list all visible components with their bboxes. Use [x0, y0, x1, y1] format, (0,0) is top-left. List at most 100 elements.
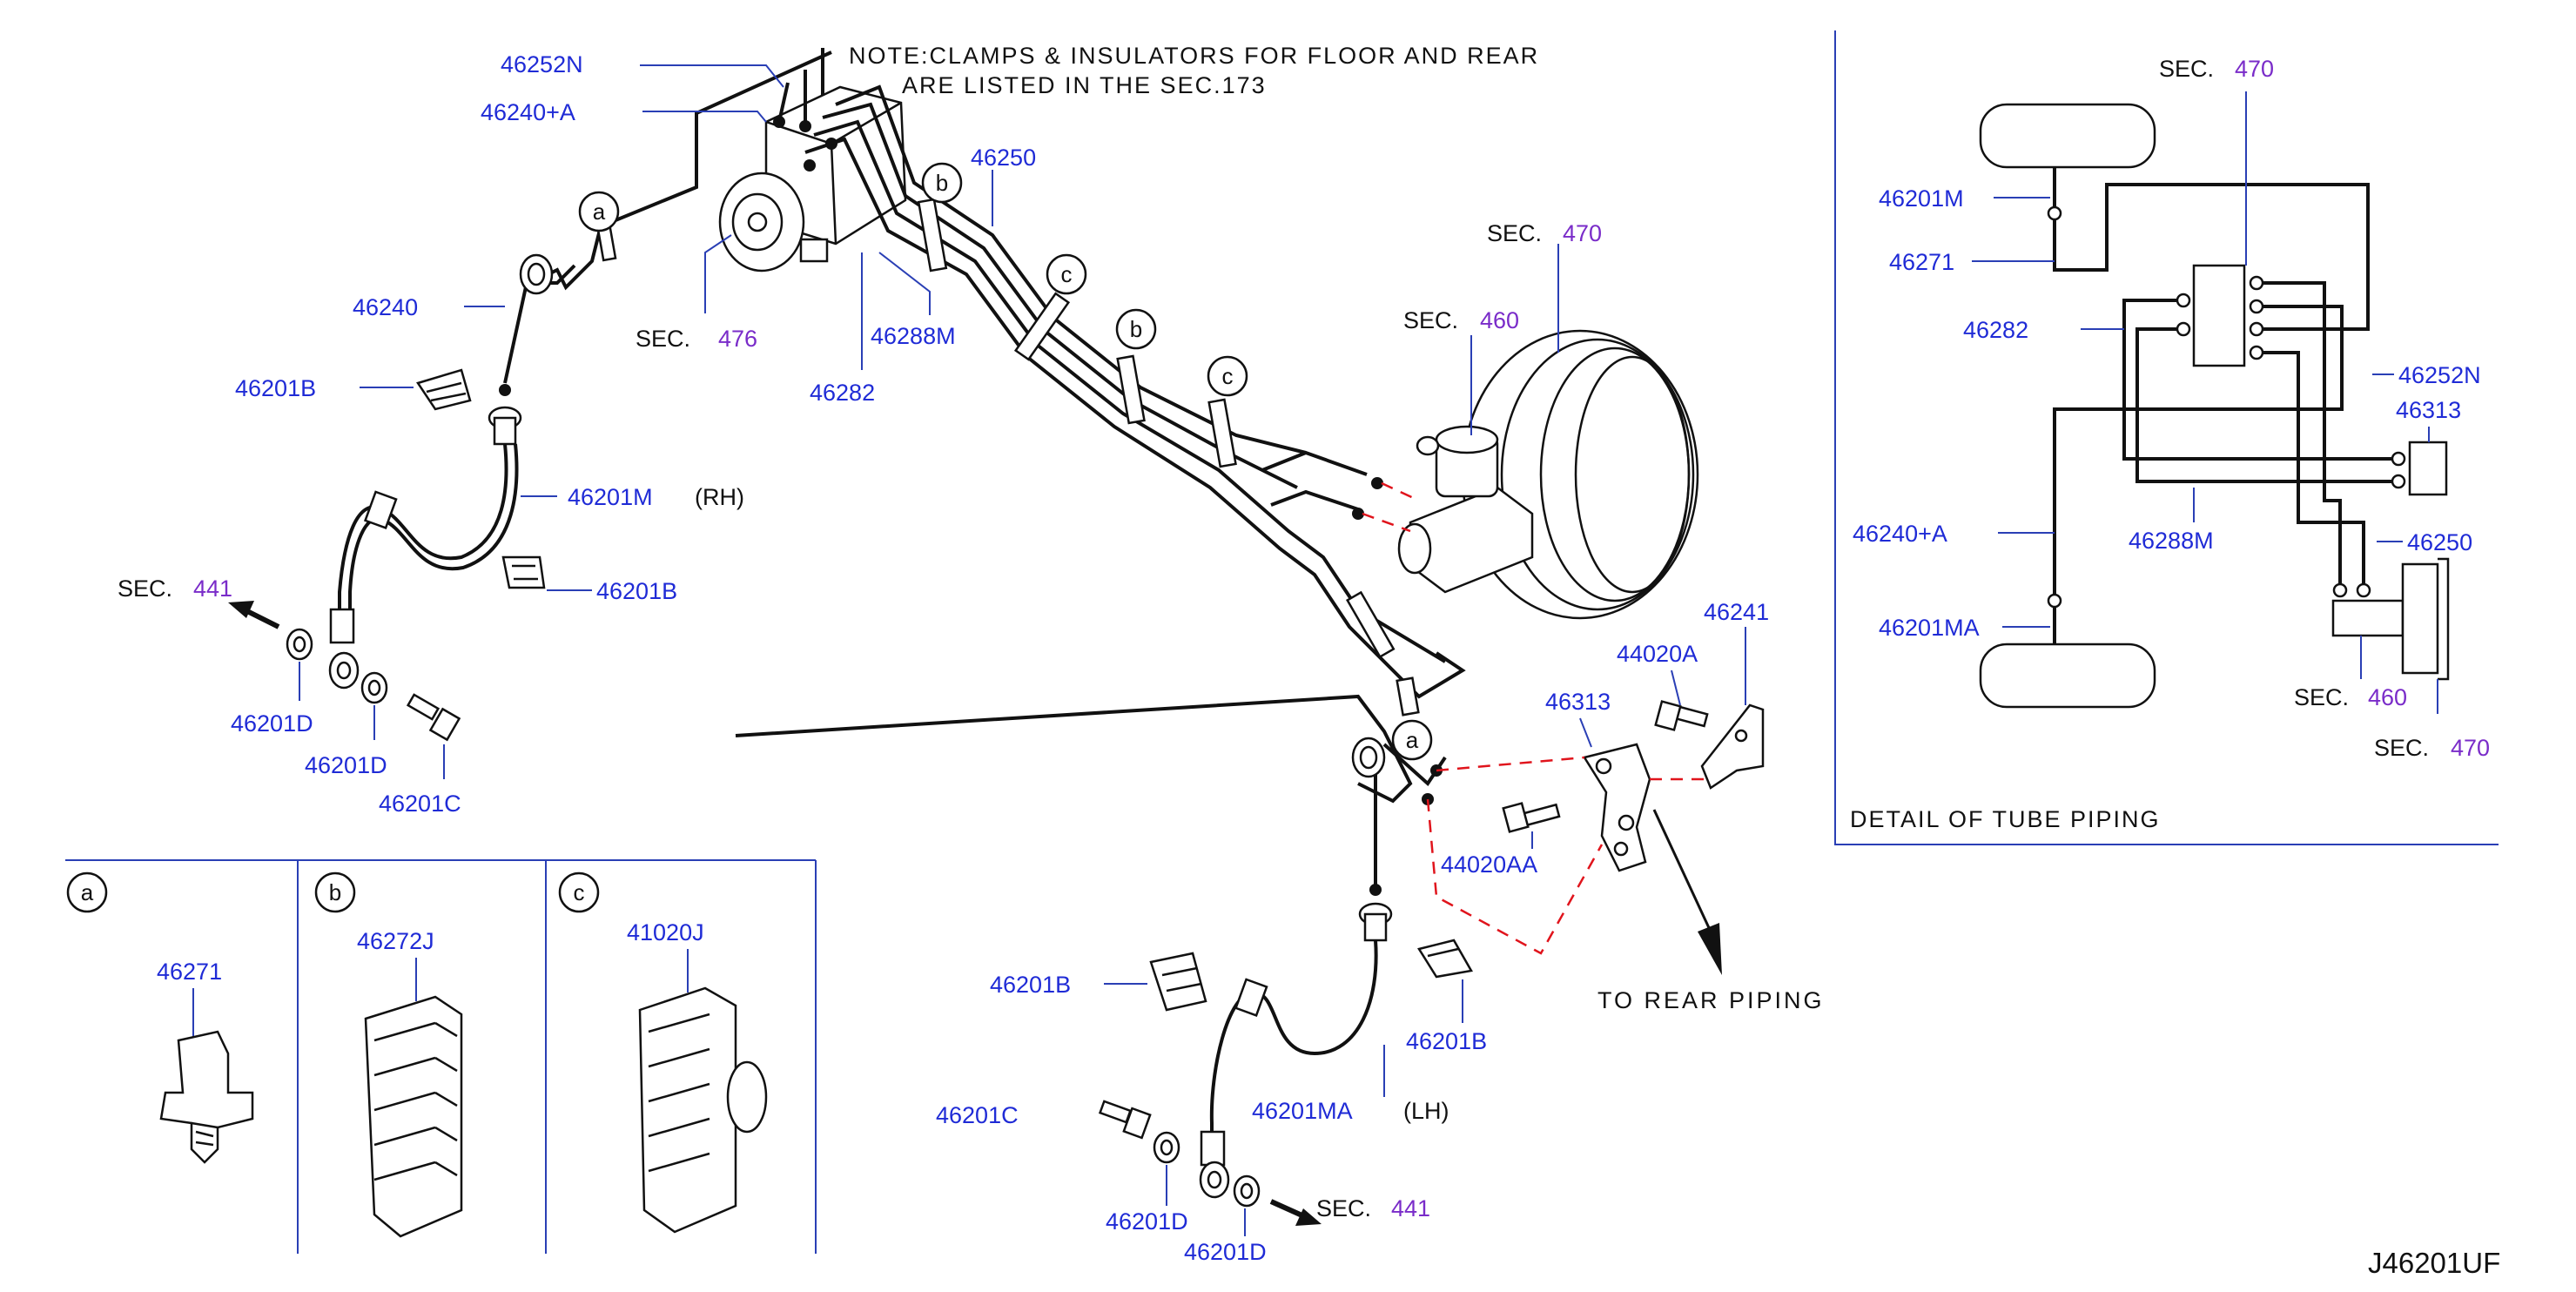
- inset-b: b 46272J: [314, 871, 463, 1238]
- arrow-to-rear-piping: [1652, 809, 1722, 975]
- bolt-46201C-rh: [406, 693, 461, 742]
- clip-46271-icon: [159, 1030, 254, 1164]
- label-46201M: 46201M: [568, 484, 653, 510]
- dashed-link-mc2: [1362, 512, 1411, 533]
- callout-a-lower: a: [1391, 719, 1433, 761]
- leader-sec-476: [704, 234, 732, 313]
- brake-tube-bundle[interactable]: [503, 48, 1466, 892]
- tube-clamp-b-2: [1116, 354, 1146, 425]
- arrow-to-sec-441-rh: [228, 601, 280, 629]
- sec-470-word: SEC.: [1487, 220, 1542, 246]
- tube-clamp-c-1: [1013, 292, 1071, 361]
- detail-booster: [2401, 562, 2439, 675]
- tube-clamp-a-lower: [1396, 676, 1420, 717]
- sec-470-number: 470: [1563, 220, 1602, 246]
- label-46250: 46250: [971, 145, 1036, 171]
- svg-text:a: a: [1406, 727, 1419, 753]
- leader-46313: [1579, 717, 1592, 748]
- label-46252N: 46252N: [501, 51, 583, 77]
- bracket-46241[interactable]: [1700, 703, 1765, 790]
- note-line-1: NOTE:CLAMPS & INSULATORS FOR FLOOR AND R…: [849, 43, 1539, 69]
- diagram-code: J46201UF: [2368, 1247, 2500, 1279]
- tube-clamp-a-upper: [596, 225, 617, 262]
- detail-label-46201M: 46201M: [1879, 185, 1964, 212]
- detail-label-46271: 46271: [1889, 249, 1954, 275]
- label-46201B-lh-left: 46201B: [990, 972, 1071, 998]
- detail-label-46282: 46282: [1963, 317, 2028, 343]
- clip-46201B-lh-right: [1417, 939, 1473, 979]
- label-46241: 46241: [1704, 599, 1769, 625]
- detail-wheel-front-icon: [1979, 103, 2156, 169]
- sec-460-word: SEC.: [1403, 307, 1458, 333]
- grommet-rh: [519, 253, 554, 295]
- washer-rh-2: [360, 671, 388, 704]
- master-cylinder[interactable]: [1397, 425, 1534, 594]
- bolt-46201C-lh: [1098, 1100, 1152, 1140]
- sec-441-lh-word: SEC.: [1316, 1195, 1371, 1221]
- label-to-rear-piping: TO REAR PIPING: [1597, 987, 1825, 1013]
- label-44020AA: 44020AA: [1441, 851, 1537, 878]
- detail-label-46250: 46250: [2407, 529, 2472, 555]
- tube-clamp-lower: [1345, 590, 1396, 659]
- brake-hose-lh[interactable]: [1199, 902, 1393, 1199]
- bolt-44020A: [1654, 700, 1709, 731]
- junction-block-46313[interactable]: [1583, 743, 1651, 872]
- svg-text:c: c: [1222, 363, 1234, 389]
- label-46201D-rh-1: 46201D: [231, 710, 313, 737]
- label-46201B-rh-lower: 46201B: [596, 578, 677, 604]
- leader-46240A: [642, 111, 767, 123]
- callout-c-2: c: [1207, 355, 1248, 397]
- label-46282: 46282: [810, 380, 875, 406]
- label-rh: (RH): [695, 484, 744, 510]
- inset-c: c 41020J: [558, 871, 768, 1234]
- arrow-to-sec-441-lh: [1269, 1199, 1322, 1226]
- label-lh: (LH): [1403, 1098, 1449, 1124]
- callout-b-1: b: [921, 162, 963, 204]
- detail-junction-46313: [2408, 441, 2448, 496]
- label-46201D-lh-2: 46201D: [1184, 1239, 1267, 1265]
- detail-label-46240-plus-a: 46240+A: [1853, 521, 1947, 547]
- dashed-link-2: [1426, 798, 1604, 955]
- callout-b-2: b: [1115, 308, 1157, 350]
- leader-46288M: [878, 252, 931, 315]
- detail-sec-460-number: 460: [2368, 684, 2407, 710]
- clamp-41020J-icon: [638, 986, 768, 1234]
- detail-sec-470-top-number: 470: [2235, 56, 2274, 82]
- sec-460-number: 460: [1480, 307, 1519, 333]
- detail-title: DETAIL OF TUBE PIPING: [1850, 806, 2161, 832]
- label-46201B-lh-right: 46201B: [1406, 1028, 1487, 1054]
- svg-text:a: a: [81, 879, 94, 905]
- detail-wheel-rear-icon: [1979, 643, 2156, 709]
- tube-clamp-b-1: [917, 198, 948, 273]
- svg-text:b: b: [329, 879, 341, 905]
- label-46201B-rh-upper: 46201B: [235, 375, 316, 401]
- detail-label-46313: 46313: [2396, 397, 2461, 423]
- inset-panels: [65, 859, 817, 1254]
- detail-label-46252N: 46252N: [2398, 362, 2481, 388]
- brake-hose-rh[interactable]: [328, 406, 522, 690]
- note-line-2: ARE LISTED IN THE SEC.173: [902, 72, 1267, 98]
- detail-sec-470-top-word: SEC.: [2159, 56, 2214, 82]
- clip-46201B-rh-lower: [501, 555, 546, 589]
- label-46201D-lh-1: 46201D: [1106, 1208, 1188, 1235]
- clip-46201B-rh-upper: [416, 368, 472, 411]
- inset-c-part-label: 41020J: [627, 919, 704, 945]
- washer-lh-2: [1233, 1174, 1261, 1208]
- washer-lh-1: [1153, 1131, 1180, 1164]
- detail-piping-schematic: [1979, 103, 2450, 709]
- svg-text:c: c: [574, 879, 585, 905]
- callout-c-1: c: [1046, 253, 1087, 295]
- detail-sec-470-bottom-number: 470: [2451, 735, 2490, 761]
- sec-441-rh-number: 441: [193, 575, 232, 602]
- detail-panel-border: [1834, 30, 2499, 845]
- grommet-lh: [1351, 737, 1386, 778]
- label-46240: 46240: [353, 294, 418, 320]
- clip-46201B-lh-left: [1149, 952, 1207, 1012]
- bolt-44020AA: [1502, 802, 1561, 833]
- washer-rh-1: [286, 628, 313, 661]
- inset-a: a 46271: [66, 871, 254, 1164]
- abs-actuator-unit[interactable]: [718, 85, 907, 273]
- detail-sec-460-word: SEC.: [2294, 684, 2349, 710]
- tube-clamp-c-2: [1207, 398, 1237, 468]
- label-44020A: 44020A: [1617, 641, 1698, 667]
